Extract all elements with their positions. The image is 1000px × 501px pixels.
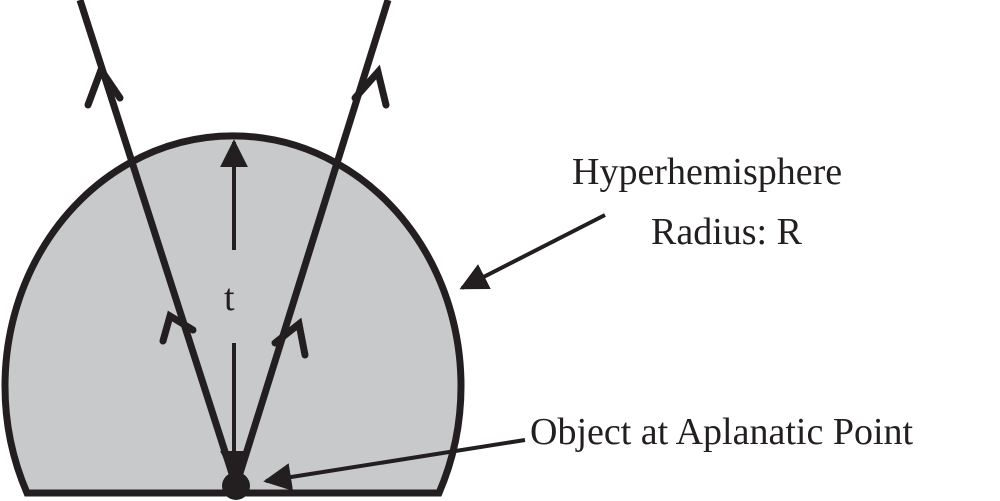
hyperhemisphere-lens: [1, 132, 465, 497]
radius-label: Radius: R: [651, 211, 802, 253]
radius-pointer-arrow: [459, 213, 606, 290]
object-pointer-arrow: [263, 438, 526, 491]
right-ray-arrowhead-outer: [351, 64, 390, 109]
object-point: [222, 472, 250, 500]
object-label: Object at Aplanatic Point: [530, 411, 914, 453]
left-ray-arrowhead-inner: [159, 310, 197, 345]
left-ray-arrowhead-outer: [84, 62, 124, 109]
right-ray: [232, 0, 392, 488]
hyperhemisphere-label: Hyperhemisphere: [572, 151, 843, 193]
thickness-label: t: [224, 277, 235, 319]
right-ray-arrowhead-inner: [271, 317, 309, 359]
